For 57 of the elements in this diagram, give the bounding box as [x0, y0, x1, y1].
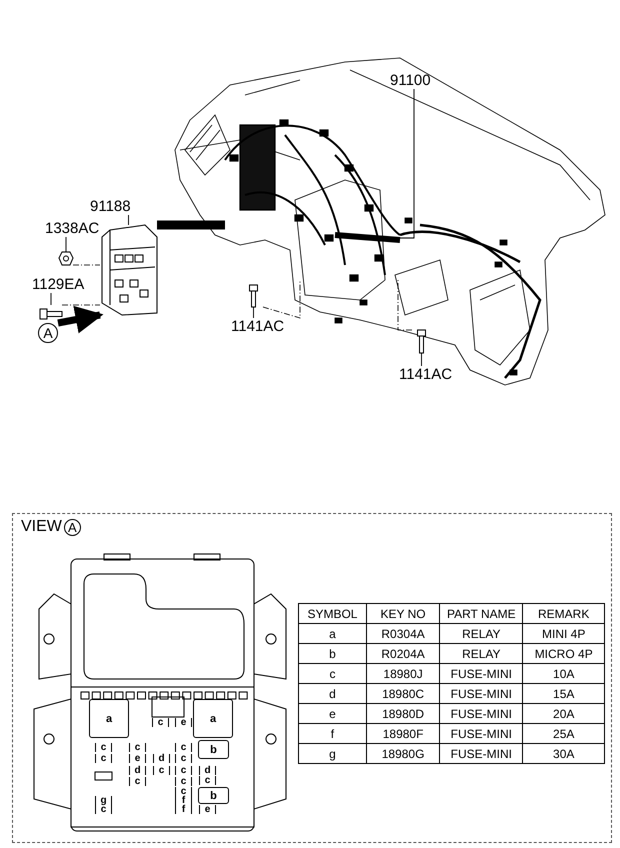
column-header: SYMBOL	[298, 604, 366, 624]
part-number: 1141AC	[399, 366, 459, 383]
table-cell: f	[298, 724, 366, 744]
table-cell: 18980C	[366, 684, 440, 704]
table-cell: d	[298, 684, 366, 704]
leader-line	[50, 292, 52, 306]
table-cell: FUSE-MINI	[440, 664, 523, 684]
column-header: KEY NO	[366, 604, 440, 624]
view-marker: A	[64, 518, 81, 536]
table-cell: FUSE-MINI	[440, 704, 523, 724]
relay-symbol: b	[198, 787, 229, 804]
assembly-line	[262, 280, 300, 319]
table-cell: a	[298, 624, 366, 644]
table-cell: 18980F	[366, 724, 440, 744]
relay-symbol: a	[193, 699, 233, 738]
table-cell: FUSE-MINI	[440, 684, 523, 704]
leader-line	[400, 88, 414, 238]
table-cell: 20A	[522, 704, 604, 724]
table-cell: MINI 4P	[522, 624, 604, 644]
assembly-line	[398, 280, 412, 330]
assembly-line	[72, 264, 100, 266]
table-cell: 18980D	[366, 704, 440, 724]
table-cell: 18980J	[366, 664, 440, 684]
table-cell: 10A	[522, 664, 604, 684]
table-cell: R0204A	[366, 644, 440, 664]
table-cell: 25A	[522, 724, 604, 744]
relay-symbol: b	[198, 740, 229, 759]
location-band	[157, 220, 225, 230]
table-cell: 15A	[522, 684, 604, 704]
table-cell: 18980G	[366, 744, 440, 764]
assembly-line	[62, 304, 100, 306]
relay-symbol: a	[89, 699, 129, 738]
table-cell: MICRO 4P	[522, 644, 604, 664]
leader-line	[253, 306, 254, 318]
view-title: VIEW	[21, 518, 62, 536]
column-header: PART NAME	[440, 604, 523, 624]
column-header: REMARK	[522, 604, 604, 624]
table-cell: FUSE-MINI	[440, 744, 523, 764]
table-cell: g	[298, 744, 366, 764]
view-frame	[12, 513, 612, 843]
part-number: 91100	[390, 72, 442, 89]
table-cell: FUSE-MINI	[440, 724, 523, 744]
table-cell: b	[298, 644, 366, 664]
table-cell: R0304A	[366, 624, 440, 644]
table-cell: c	[298, 664, 366, 684]
leader-line	[128, 214, 129, 226]
part-number: 91188	[90, 198, 145, 215]
table-cell: e	[298, 704, 366, 724]
part-number: 1141AC	[231, 318, 291, 335]
arrow	[57, 306, 104, 334]
table-cell: 30A	[522, 744, 604, 764]
table-cell: RELAY	[440, 644, 523, 664]
part-number: 1338AC	[45, 220, 105, 237]
table-cell: RELAY	[440, 624, 523, 644]
leader-line	[421, 352, 422, 366]
part-number: 1129EA	[32, 276, 92, 293]
view-marker: A	[38, 323, 58, 343]
